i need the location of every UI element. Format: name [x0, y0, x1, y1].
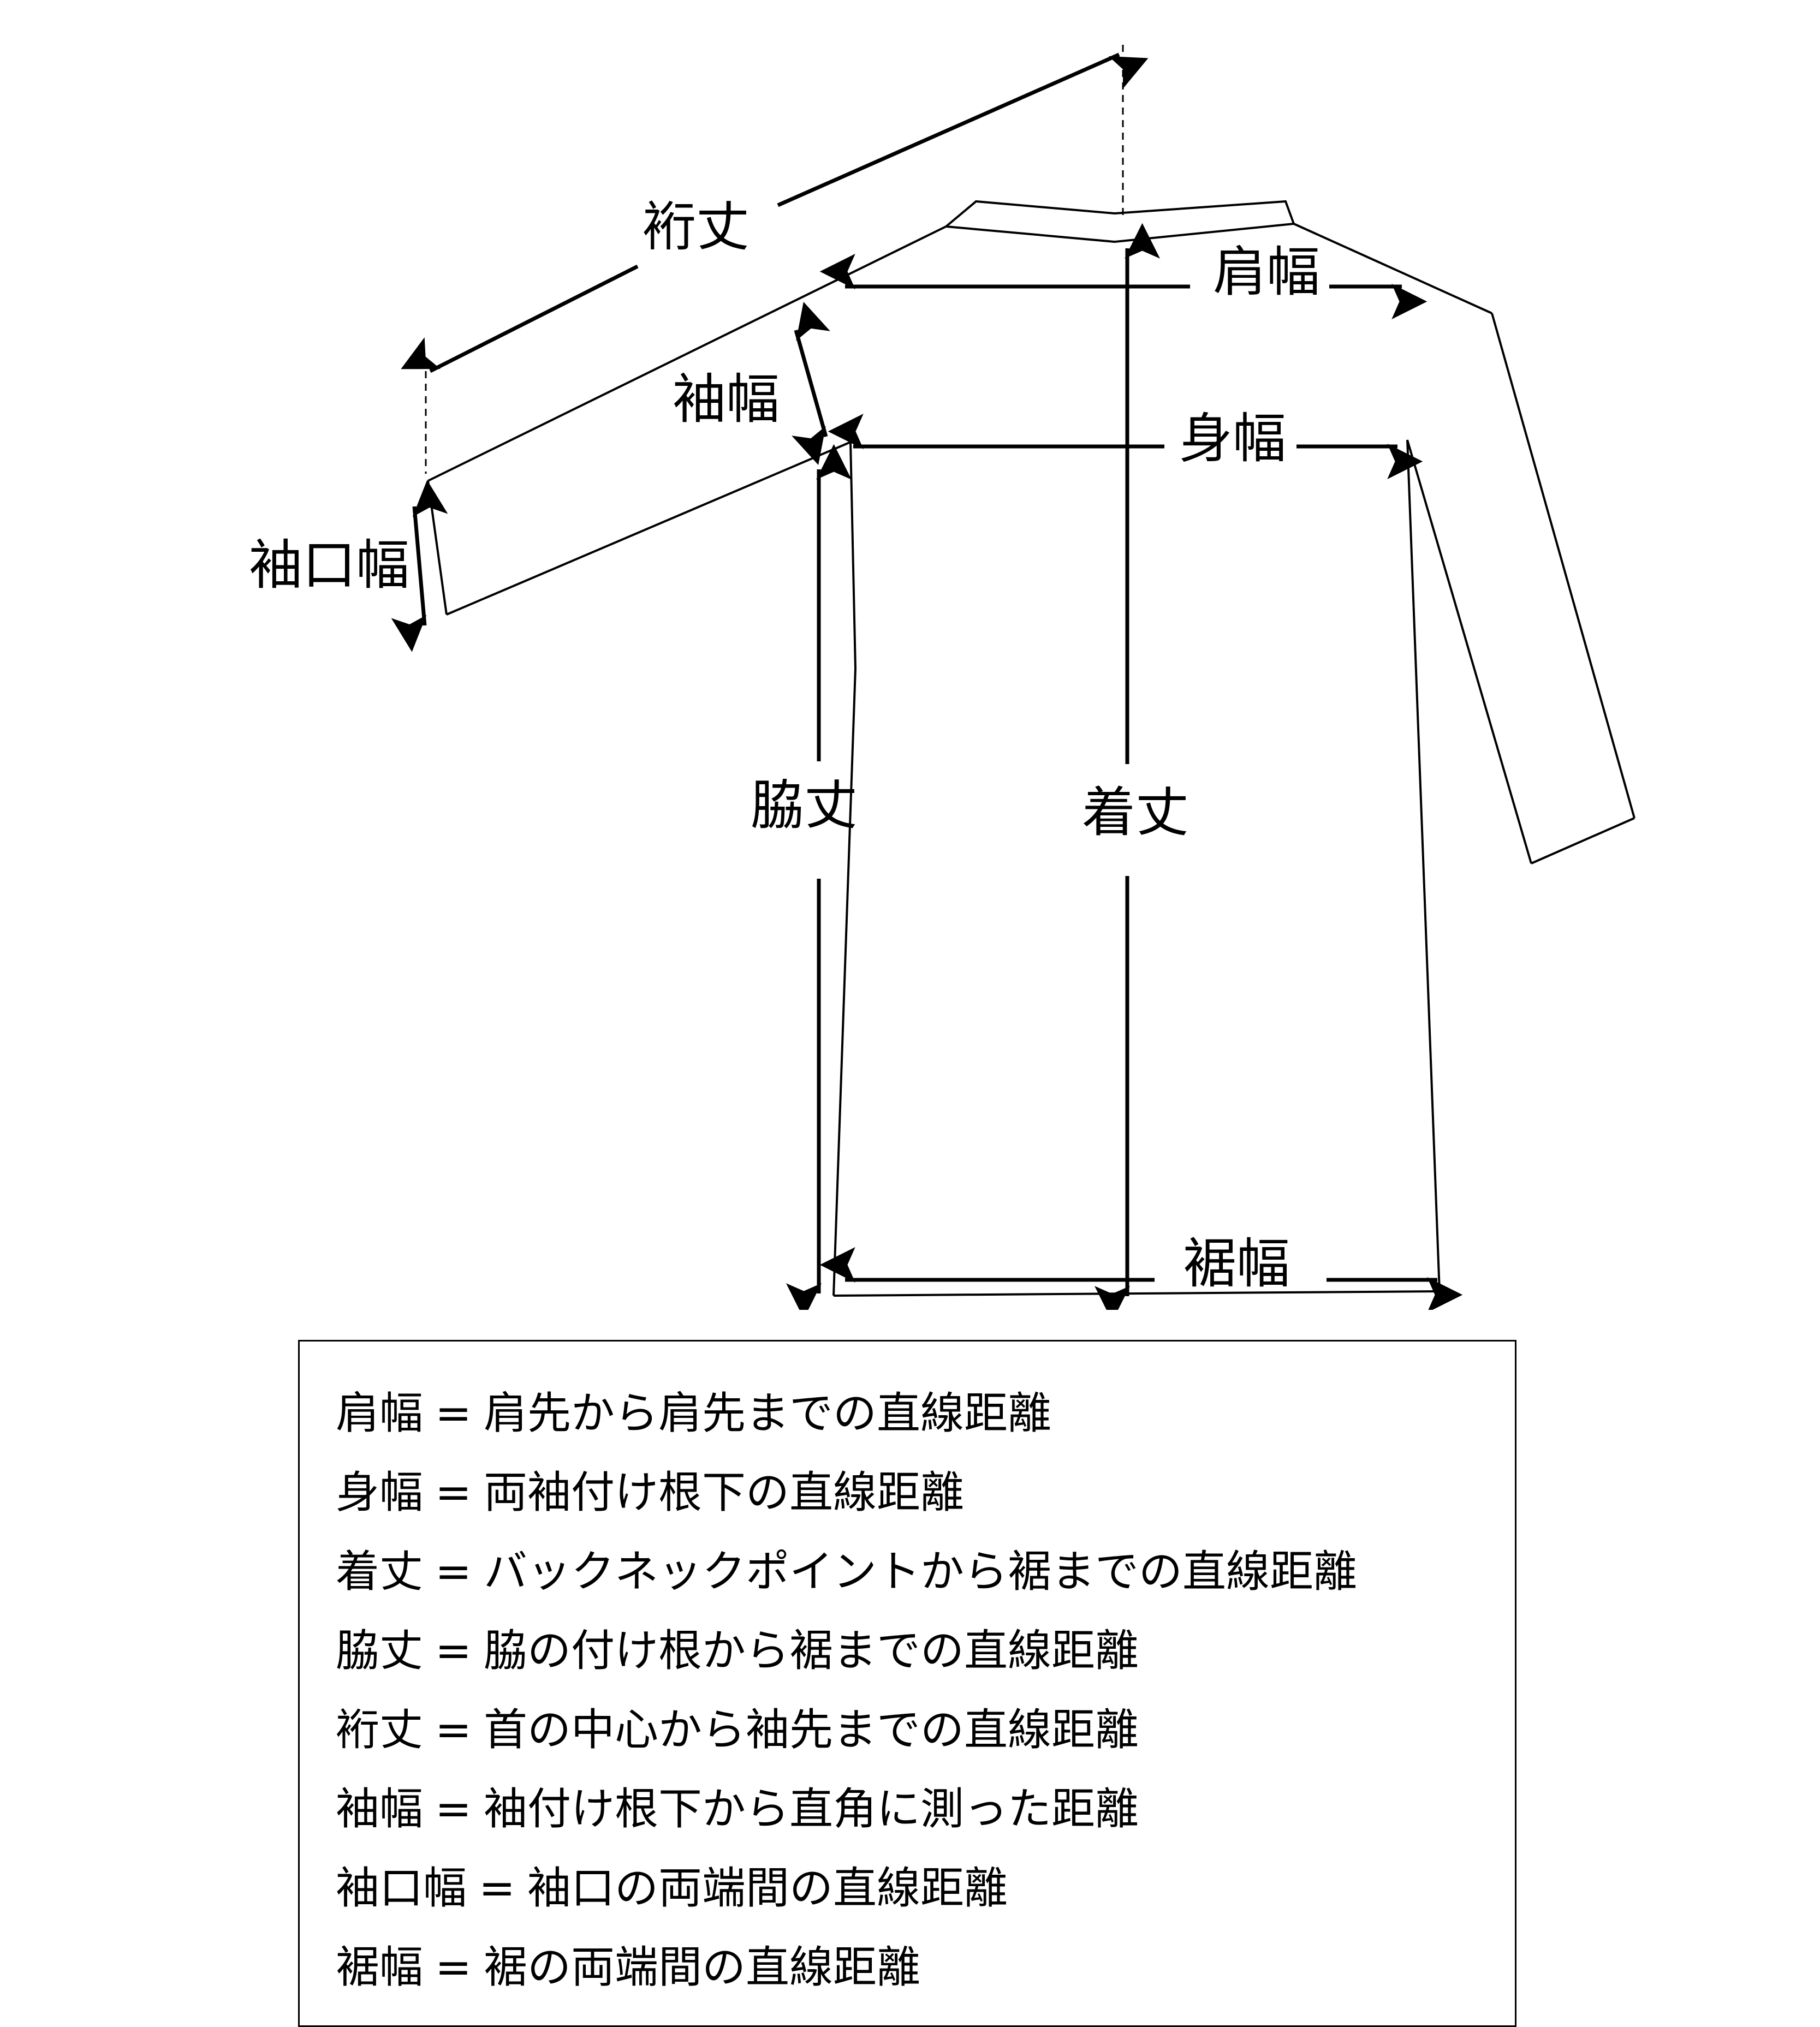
legend-row-mihaba: 身幅=両袖付け根下の直線距離 — [336, 1465, 964, 1520]
katahaba-label: 肩幅 — [1213, 241, 1320, 303]
legend-term: 袖幅 — [336, 1784, 423, 1834]
collar-back-line — [945, 200, 1295, 228]
legend-term: 袖口幅 — [336, 1863, 467, 1913]
legend-definition: 袖付け根下から直角に測った距離 — [484, 1784, 1139, 1834]
legend-term: 肩幅 — [336, 1388, 423, 1439]
legend-row-yukitake: 裄丈=首の中心から袖先までの直線距離 — [336, 1703, 1139, 1757]
legend-equals: = — [435, 1942, 472, 1993]
legend-equals: = — [435, 1388, 472, 1439]
legend-definition: 両袖付け根下の直線距離 — [484, 1467, 965, 1518]
susohaba-label: 裾幅 — [1183, 1233, 1290, 1295]
legend-equals: = — [435, 1784, 472, 1834]
legend-row-wakitake: 脇丈=脇の付け根から裾までの直線距離 — [336, 1624, 1139, 1678]
garment-measurement-diagram: 裄丈 肩幅 袖幅 身幅 袖口幅 脇丈 着丈 裾幅 — [249, 45, 1635, 1310]
right-sleeve-bottom-line — [1406, 439, 1532, 864]
sodeguchihaba-label: 袖口幅 — [249, 534, 409, 597]
legend-term: 裾幅 — [336, 1942, 423, 1993]
legend-box: 肩幅=肩先から肩先までの直線距離 身幅=両袖付け根下の直線距離 着丈=バックネッ… — [298, 1340, 1516, 2027]
legend-row-kitake: 着丈=バックネックポイントから裾までの直線距離 — [336, 1545, 1357, 1599]
garment-outline — [427, 200, 1635, 1297]
legend-equals: = — [435, 1546, 472, 1597]
legend-definition: バックネックポイントから裾までの直線距離 — [484, 1546, 1358, 1597]
sodehaba-label: 袖幅 — [673, 368, 780, 431]
left-sleeve-cuff-line — [427, 480, 448, 615]
legend-definition: 肩先から肩先までの直線距離 — [484, 1388, 1052, 1439]
yukitake-arrow-lower — [401, 264, 639, 373]
yukitake-arrow-upper — [777, 52, 1149, 207]
measurement-labels: 裄丈 肩幅 袖幅 身幅 袖口幅 脇丈 着丈 裾幅 — [249, 196, 1320, 1295]
kitake-label: 着丈 — [1082, 782, 1189, 844]
legend-term: 身幅 — [336, 1467, 423, 1518]
legend-equals: = — [479, 1863, 516, 1913]
right-sleeve-top-line — [1491, 313, 1635, 819]
legend-equals: = — [435, 1467, 472, 1518]
legend-definition: 脇の付け根から裾までの直線距離 — [484, 1625, 1139, 1676]
legend-term: 着丈 — [336, 1546, 423, 1597]
wakitake-label: 脇丈 — [751, 774, 858, 837]
right-shoulder-line — [1293, 223, 1492, 314]
legend-row-susohaba: 裾幅=裾の両端間の直線距離 — [336, 1940, 920, 1995]
left-sleeve-top-line — [427, 225, 947, 482]
left-sleeve-bottom-line — [446, 441, 851, 616]
measurement-arrows — [391, 52, 1463, 1310]
legend-equals: = — [435, 1625, 472, 1676]
collar-front-line — [945, 223, 1294, 243]
legend-term: 裄丈 — [336, 1704, 423, 1755]
legend-definition: 袖口の両端間の直線距離 — [527, 1863, 1008, 1913]
hem-line — [833, 1290, 1440, 1297]
legend-definition: 首の中心から袖先までの直線距離 — [484, 1704, 1139, 1755]
sodehaba-arrow — [792, 302, 830, 465]
legend-definition: 裾の両端間の直線距離 — [484, 1942, 921, 1993]
body-left-side-upper-line — [849, 442, 857, 669]
sodeguchihaba-arrow — [391, 480, 448, 652]
legend-equals: = — [435, 1704, 472, 1755]
legend-row-sodeguchihaba: 袖口幅=袖口の両端間の直線距離 — [336, 1861, 1008, 1916]
mihaba-label: 身幅 — [1179, 408, 1286, 470]
body-right-side-line — [1406, 439, 1441, 1292]
legend-row-sodehaba: 袖幅=袖付け根下から直角に測った距離 — [336, 1782, 1139, 1837]
yukitake-label: 裄丈 — [643, 196, 750, 258]
legend-term: 脇丈 — [336, 1625, 423, 1676]
legend-row-katahaba: 肩幅=肩先から肩先までの直線距離 — [336, 1386, 1051, 1441]
body-left-side-lower-line — [832, 668, 857, 1296]
right-sleeve-cuff-line — [1531, 817, 1635, 865]
